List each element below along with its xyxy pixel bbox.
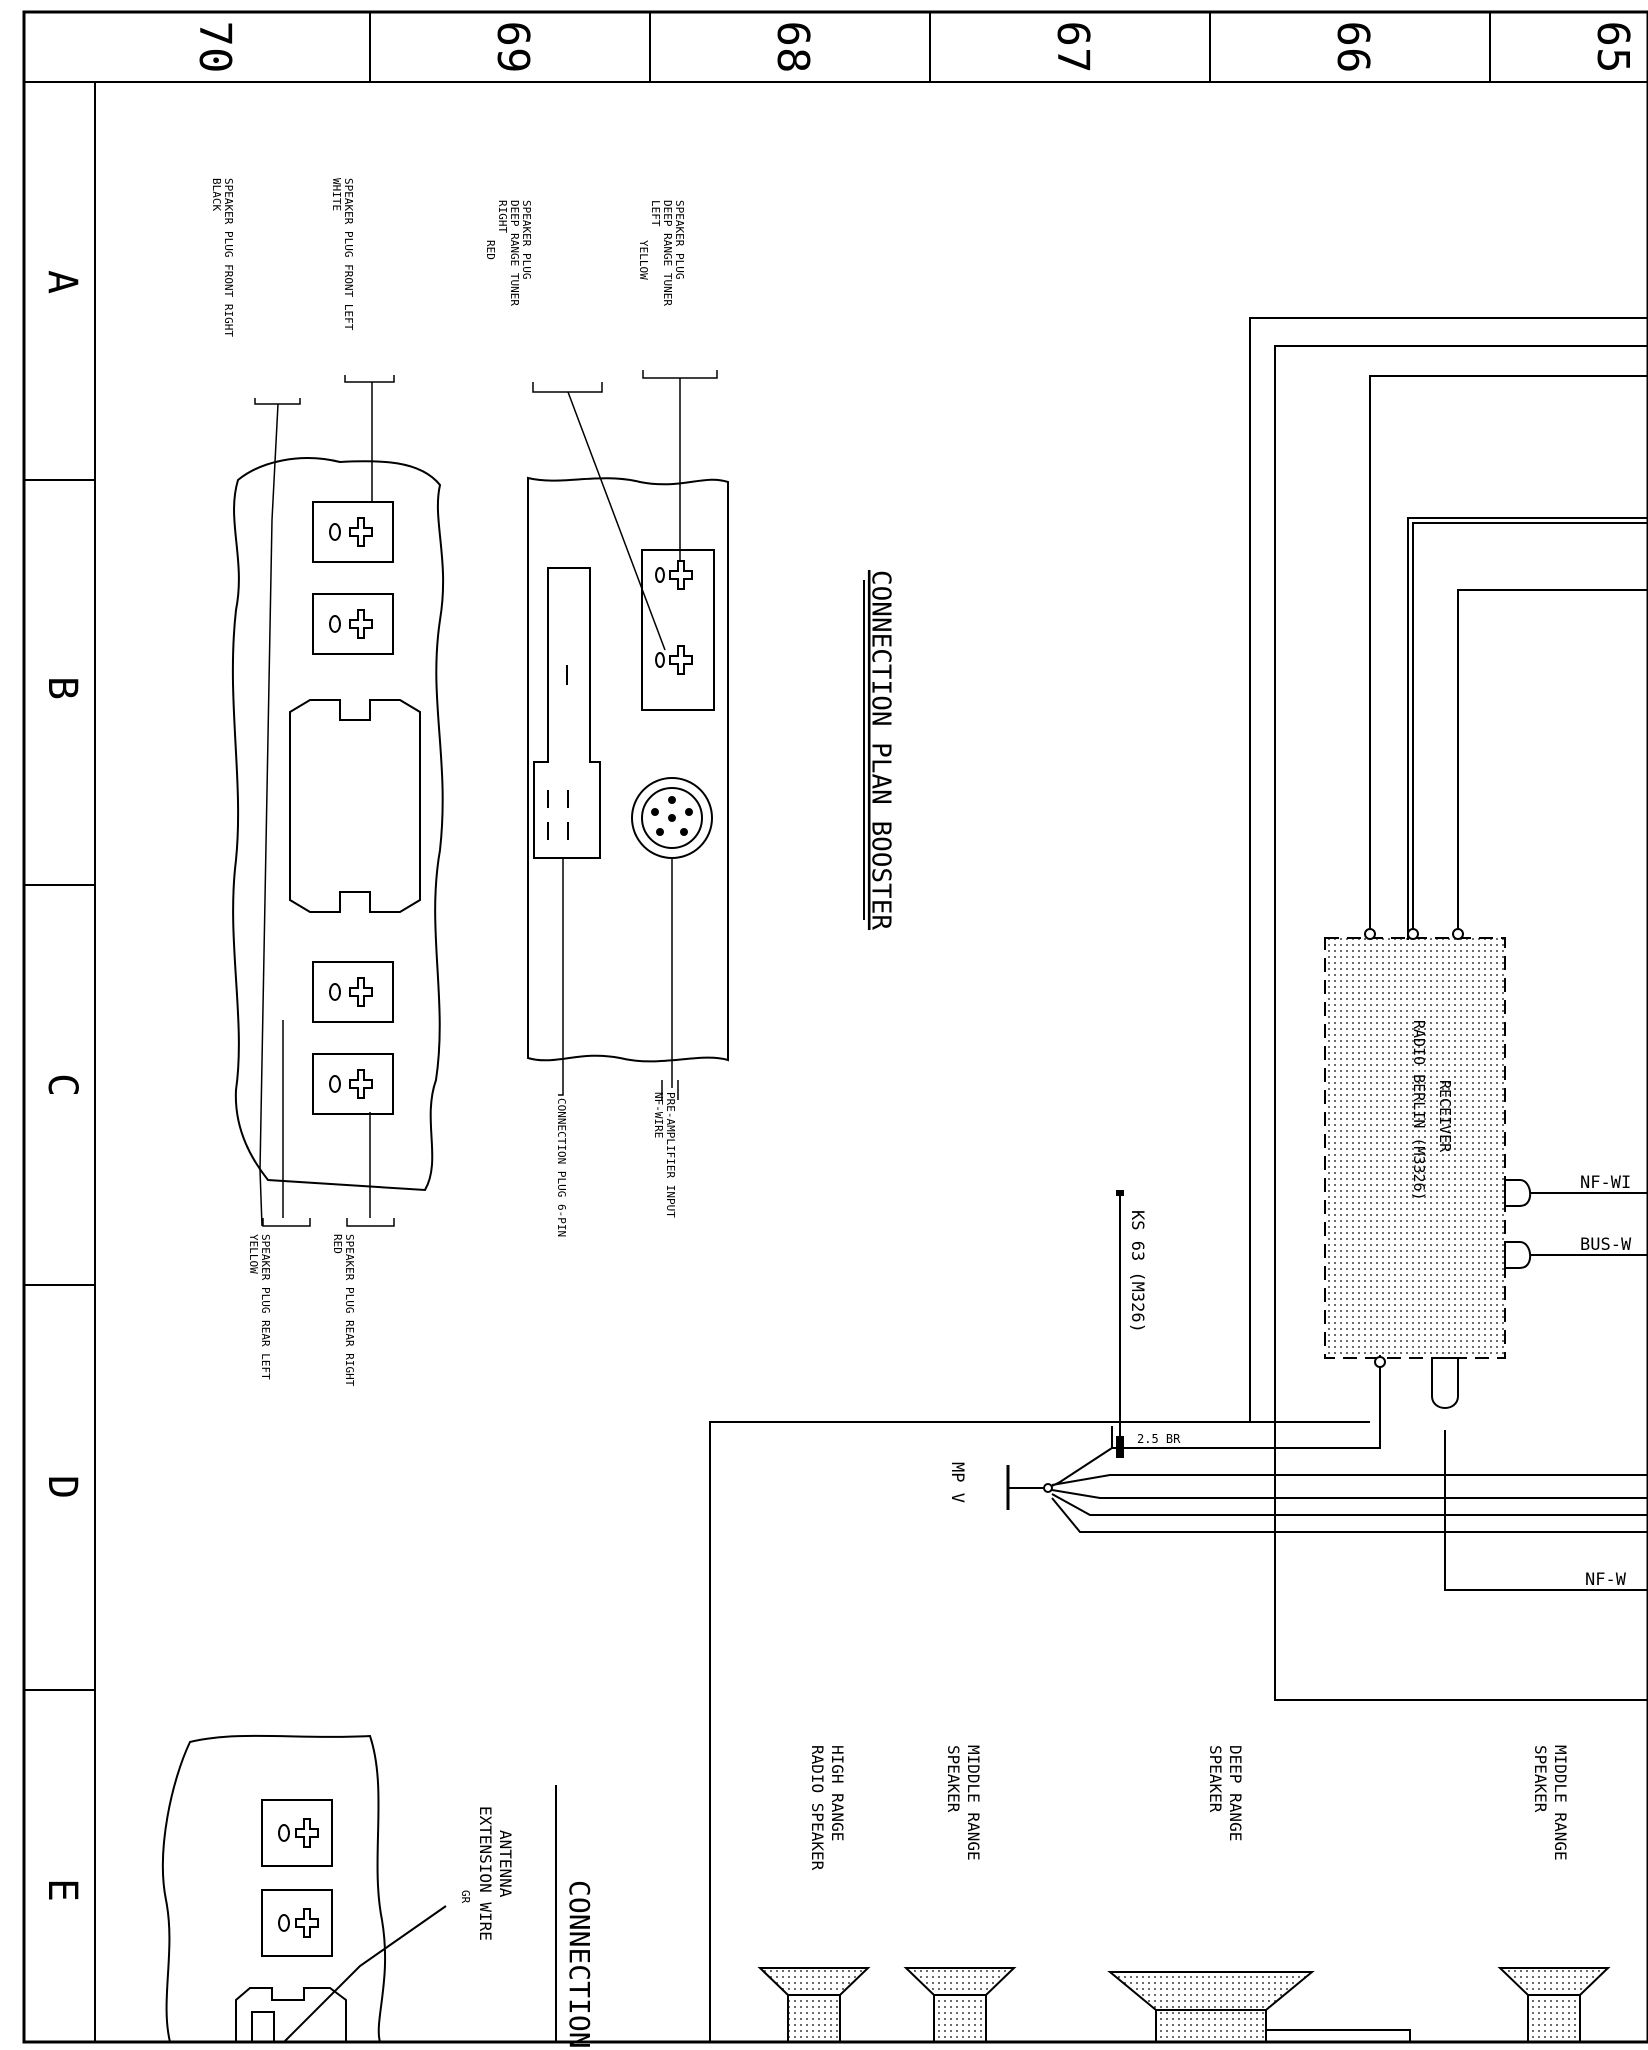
speaker-plug-sockets <box>312 501 394 1115</box>
label-front-right: SPEAKER PLUG FRONT RIGHT BLACK <box>210 178 235 344</box>
label-middle-range-speaker-2: MIDDLE RANGE SPEAKER <box>1531 1745 1570 1870</box>
lower-housing <box>161 1734 557 2043</box>
row-letters: A B C D E <box>39 270 85 1902</box>
nf-wire-top-label: NF-WI <box>1580 1173 1631 1193</box>
label-connection-plug: CONNECTION PLUG 6-PIN <box>555 1098 568 1237</box>
speaker-deep-range <box>1107 1971 1411 2043</box>
main-wiring <box>709 317 1648 2042</box>
label-front-left: SPEAKER PLUG FRONT LEFT WHITE <box>330 178 355 337</box>
column-number-66: 66 <box>1327 21 1378 74</box>
mp-v-label: MP V <box>947 1462 967 1503</box>
column-number-70: 70 <box>189 21 240 74</box>
booster-plate <box>527 476 729 1063</box>
label-deep-right: SPEAKER PLUG DEEP RANGE TUNER RIGHT RED <box>484 200 533 313</box>
speaker-middle-range-1 <box>903 1967 1017 2043</box>
speaker-middle-range-2 <box>1497 1967 1611 2043</box>
receiver-unit: RECEIVER RADIO BERLIN (M3326) <box>1324 928 1532 1409</box>
speaker-symbols <box>757 1967 1611 2043</box>
receiver-label: RECEIVER RADIO BERLIN (M3326) <box>1410 1020 1454 1201</box>
label-deep-range-speaker: DEEP RANGE SPEAKER <box>1206 1745 1245 1851</box>
speaker-high-range <box>757 1967 871 2043</box>
socket-rear-left <box>312 961 394 1023</box>
antenna-label: ANTENNA EXTENSION WIRE GR <box>459 1806 515 1951</box>
row-letter-b: B <box>39 676 85 700</box>
wire-labels: NF-WI BUS-W NF-W <box>1580 1173 1632 1590</box>
lower-socket-1 <box>261 1799 333 1867</box>
row-letter-a: A <box>39 270 85 294</box>
label-high-range-speaker: HIGH RANGE RADIO SPEAKER <box>808 1745 847 1871</box>
label-deep-left: SPEAKER PLUG DEEP RANGE TUNER LEFT YELLO… <box>637 200 686 313</box>
bus-wire-label: BUS-W <box>1580 1235 1632 1255</box>
row-letter-d: D <box>39 1475 85 1499</box>
booster-title: CONNECTION PLAN BOOSTER <box>866 570 896 930</box>
label-middle-range-speaker-1: MIDDLE RANGE SPEAKER <box>944 1745 983 1870</box>
column-numbers: 70 69 68 67 66 65 <box>189 21 1638 74</box>
column-number-65: 65 <box>1587 21 1638 74</box>
booster-leader-lines <box>254 370 718 1227</box>
booster-housing <box>231 457 445 1192</box>
ks-label: KS 63 (M326) <box>1127 1210 1147 1333</box>
column-number-67: 67 <box>1047 21 1098 74</box>
label-rear-left: SPEAKER PLUG REAR LEFT YELLOW <box>247 1234 272 1386</box>
lower-section-title: CONNECTION <box>563 1880 596 2049</box>
nf-wire-bottom-label: NF-W <box>1585 1570 1627 1590</box>
row-letter-c: C <box>39 1073 85 1097</box>
socket-rear-right <box>312 1053 394 1115</box>
booster-labels: SPEAKER PLUG FRONT RIGHT BLACK SPEAKER P… <box>210 178 686 1393</box>
ground-point: KS 63 (M326) 2.5 BR MP V <box>947 1190 1181 1510</box>
lower-socket-2 <box>261 1889 333 1957</box>
column-number-69: 69 <box>487 21 538 74</box>
speaker-labels: HIGH RANGE RADIO SPEAKER MIDDLE RANGE SP… <box>808 1745 1570 1871</box>
label-rear-right: SPEAKER PLUG REAR RIGHT RED <box>331 1234 356 1393</box>
label-preamp: PRE-AMPLIFIER INPUT NF-WIRE <box>652 1092 677 1224</box>
column-number-68: 68 <box>767 21 818 74</box>
ground-wire-label: 2.5 BR <box>1137 1432 1181 1446</box>
row-letter-e: E <box>39 1878 85 1902</box>
socket-front-left <box>312 501 394 563</box>
socket-front-right <box>312 593 394 655</box>
